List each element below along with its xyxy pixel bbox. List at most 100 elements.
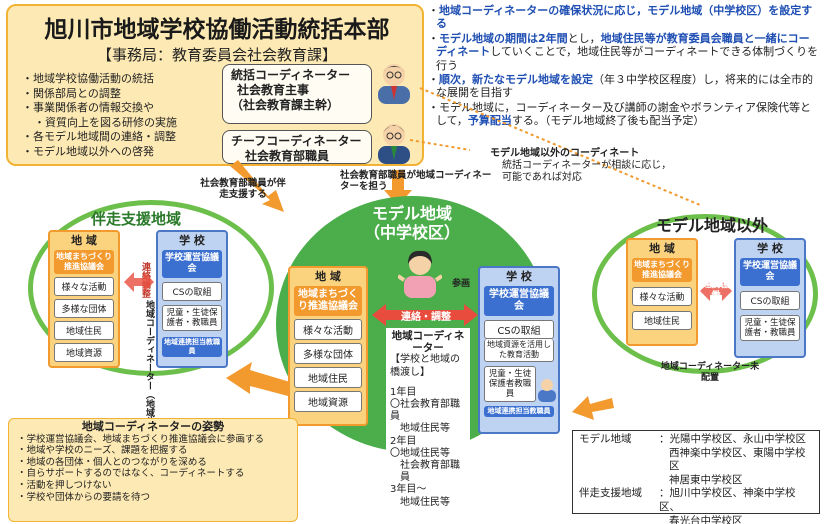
teacher-icon [538,379,556,402]
coordinator-line: 地域住民等 [400,496,450,508]
other-school-item: CSの取組 [740,291,800,310]
coordinator-line: 社会教育部職員 [400,460,460,484]
coordinator-line [390,379,466,387]
arrow-to-assist-icon [230,160,284,212]
model-subtitle-line: （中学校区） [363,223,460,242]
note-item: ・モデル地域に，コーディネーター及び講師の謝金やボランティア保険代等として，予算… [428,100,812,128]
school-district-line: 春光台中学校区 [669,514,743,524]
model-community-item: 地域資源 [294,391,362,412]
other-school-column: 学 校 学校運営協議会 CSの取組 児童・生徒保護者・教職員 [734,238,806,358]
attitude-list: 学校運営協議会、地域まちづくり推進協議会に参画する 地域や学校のニーズ、課題を把… [17,434,289,504]
assist-area-row: 伴走支援地域 ：旭川中学校区、神楽中学校区、 春光台中学校区 [579,487,813,524]
attitude-item: 学校や団体からの要請を待つ [17,492,289,504]
community-heading: 地 域 [649,242,675,255]
community-heading: 地 域 [71,234,97,247]
headquarters-duties: 地域学校協働活動の統括 関係部局との調整 事業関係者の情報交換や 資質向上を図る… [22,72,242,160]
assist-liaison-staff: 地域連携担当教職員 [162,337,222,357]
role-title: 統括コーディネーター [231,68,351,82]
arrow-from-other-icon [572,396,614,420]
assist-area-schools: ：旭川中学校区、神楽中学校区、 春光台中学校区 [659,487,813,524]
model-community-item: 地域まちづくり推進協議会 [294,286,362,316]
coordinator-line: 〇社会教育部職員 [390,399,460,423]
model-coordinator-box: 地域コーディネーター 【学校と地域の橋渡し】 1年目 〇社会教育部職員 地域住民… [386,328,470,508]
school-heading: 学 校 [506,270,532,283]
assist-community-item: 様々な活動 [54,277,114,296]
note-item: ・順次，新たなモデル地域を設定（年３中学校区程度）し，将来的には全市的な展開を目… [428,73,813,100]
coordinator-man-icon [378,64,410,104]
model-title-line: モデル地域 [371,204,452,223]
other-area-title: モデル地域以外 [655,216,768,235]
attitude-item: 活動を押しつけない [17,480,289,492]
assist-community-item: 地域資源 [54,343,114,362]
note-item: ・モデル地域の期間は2年間とし，地域住民等が教育委員会職員と一緒にコーディネート… [428,31,819,72]
double-arrow-icon [124,272,154,292]
assist-school-item: 学校運営協議会 [162,250,222,278]
duty-item: 各モデル地域間の連絡・調整 [22,130,242,145]
school-district-line: 神居東中学校区 [669,473,743,486]
assist-school-item: CSの取組 [162,282,222,301]
dotted-connector [409,139,471,151]
headquarters-title: 旭川市地域学校協働活動統括本部 [44,17,390,43]
area-list-box: モデル地域 ：光陽中学校区、永山中学校区 西神楽中学校区、東陽中学校区 神居東中… [572,430,820,524]
note-item: ・地域コーディネーターの確保状況に応じ，モデル地域（中学校区）を設定する [428,4,813,31]
assist-community-item: 多様な団体 [54,299,114,318]
model-area-row: モデル地域 ：光陽中学校区、永山中学校区 西神楽中学校区、東陽中学校区 神居東中… [579,433,813,487]
community-heading: 地 域 [315,270,341,283]
bears-coordinator-label: 社会教育部職員が地域コーディネーターを担う [340,170,492,192]
assist-community-column: 地 域 地域まちづくり推進協議会 様々な活動 多様な団体 地域住民 地域資源 [48,230,120,368]
other-community-item: 地域住民 [632,311,692,330]
coordinator-attitude-box: 地域コーディネーターの姿勢 学校運営協議会、地域まちづくり推進協議会に参画する … [8,418,298,522]
model-community-item: 様々な活動 [294,319,362,340]
school-heading: 学 校 [757,242,783,255]
headquarters-subtitle: 【事務局：教育委員会社会教育課】 [96,46,337,64]
model-school-item: 児童・生徒保護者教職員 [484,366,536,402]
duty-item: 資質向上を図る研修の実施 [22,116,242,131]
duty-item: 事業関係者の情報交換や [22,101,242,116]
model-school-item: 学校運営協議会 [484,286,554,316]
duty-item: モデル地域以外への啓発 [22,145,242,160]
outside-coordinate-note: モデル地域以外のコーディネート 統括コーディネーターが相談に応じ，可能であれば対… [490,148,680,184]
chief-man-icon [378,124,410,164]
outside-coordinate-body: 統括コーディネーターが相談に応じ，可能であれば対応 [502,160,672,183]
other-school-item: 児童・生徒保護者・教職員 [740,315,800,341]
chief-coordinator-box: チーフコーディネーター 社会教育部職員 [222,130,372,164]
assist-school-item: 児童・生徒保護者・教職員 [162,305,222,331]
dotted-connector [419,87,701,206]
double-arrow-icon [372,304,478,326]
school-district-line: ：光陽中学校区、永山中学校区 [659,433,806,445]
coordinator-title: 地域コーディネーター [391,330,465,355]
policy-notes: ・地域コーディネーターの確保状況に応じ，モデル地域（中学校区）を設定する ・モデ… [428,4,820,129]
arrow-left-icon [226,362,290,396]
cooperation-label: 連携協働 [702,280,730,301]
coordinator-line: 2年目 [390,435,417,447]
coordinator-line: 1年目 [390,386,417,398]
assist-area-label: 伴走支援地域 [579,487,642,500]
duty-item: 地域学校協働活動の統括 [22,72,242,87]
coordinator-line: 〇地域住民等 [390,447,450,459]
model-school-item: CSの取組 [484,320,554,339]
general-coordinator-box: 統括コーディネーター 社会教育主事 （社会教育課主幹） [222,64,372,124]
assist-coordinator-label: 地域コーディネーター（地域住民等） [144,300,154,453]
role-line: （社会教育課主幹） [231,98,340,112]
attitude-title: 地域コーディネーターの姿勢 [81,420,225,433]
model-community-column: 地 域 地域まちづくり推進協議会 様々な活動 多様な団体 地域住民 地域資源 [288,266,368,426]
assist-support-label: 社会教育部職員が伴走支援する [200,178,286,200]
assist-area-title: 伴走支援地域 [90,210,181,228]
other-school-item: 学校運営協議会 [740,258,800,286]
model-area-label: モデル地域 [579,433,632,445]
model-area-title: モデル地域 （中学校区） [340,204,484,242]
coordinator-line: 地域住民等 [400,423,450,435]
assist-community-item: 地域まちづくり推進協議会 [54,250,114,274]
liaison-label: 連絡・調整 [401,312,451,323]
assist-school-column: 学 校 学校運営協議会 CSの取組 児童・生徒保護者・教職員 地域連携担当教職員 [156,230,228,368]
other-coordinator-label: 地域コーディネーター未配置 [660,362,760,383]
model-school-item: 地域資源を活用した教育活動 [484,339,554,362]
role-title: チーフコーディネーター [231,134,362,148]
outside-coordinate-title: モデル地域以外のコーディネート [490,148,640,159]
double-arrow-icon [700,281,732,301]
other-community-column: 地 域 地域まちづくり推進協議会 様々な活動 地域住民 [626,238,698,346]
assist-community-item: 地域住民 [54,321,114,340]
coordinator-woman-icon [398,250,442,298]
model-school-column: 学 校 学校運営協議会 CSの取組 地域資源を活用した教育活動 児童・生徒保護者… [478,266,560,434]
